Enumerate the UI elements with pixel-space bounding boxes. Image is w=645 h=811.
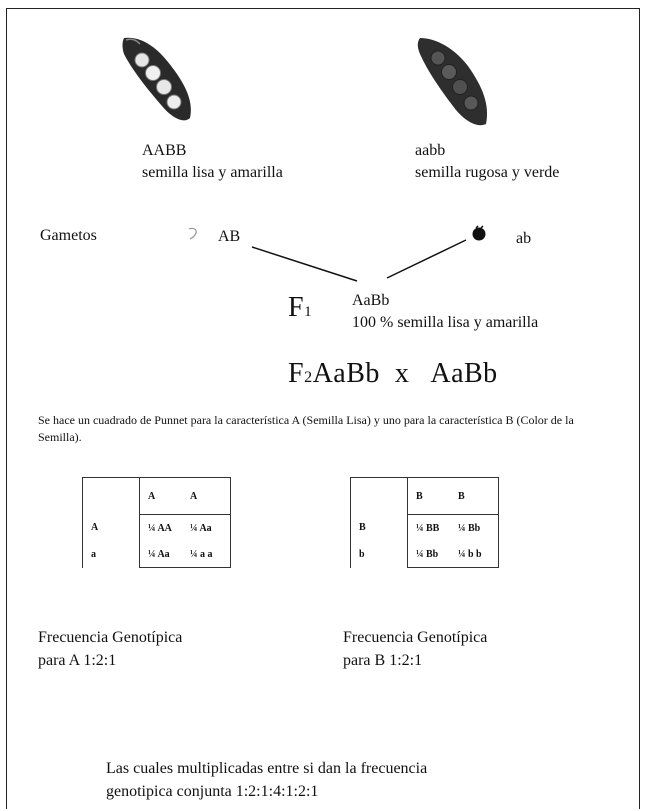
table-cell: b <box>351 541 408 568</box>
punnet-explanation: Se hace un cuadrado de Punnet para la ca… <box>38 412 578 446</box>
table-row: A ¼ AA ¼ Aa <box>83 515 231 542</box>
table-cell: B <box>408 478 451 515</box>
punnet-square-a: A A A ¼ AA ¼ Aa a ¼ Aa ¼ a a <box>82 477 231 568</box>
f1-genotype: AaBb <box>352 290 389 311</box>
table-header-row: B B <box>351 478 499 515</box>
punnet-square-b: B B B ¼ BB ¼ Bb b ¼ Bb ¼ b b <box>350 477 499 568</box>
table-row: a ¼ Aa ¼ a a <box>83 541 231 568</box>
f2-cross: F2AaBb x AaBb <box>288 358 498 390</box>
table-cell: ¼ AA <box>140 515 183 542</box>
table-cell: B <box>450 478 499 515</box>
f1-phenotype: 100 % semilla lisa y amarilla <box>352 312 538 333</box>
table-cell: B <box>351 515 408 542</box>
frequency-a-line1: Frecuencia Genotípica <box>38 627 182 648</box>
table-header-row: A A <box>83 478 231 515</box>
table-cell: a <box>83 541 140 568</box>
table-cell: ¼ Aa <box>140 541 183 568</box>
table-cell: ¼ Aa <box>182 515 231 542</box>
table-cell: ¼ BB <box>408 515 451 542</box>
frequency-b-line1: Frecuencia Genotípica <box>343 627 487 648</box>
conclusion-line1: Las cuales multiplicadas entre si dan la… <box>106 758 427 779</box>
table-cell: A <box>83 515 140 542</box>
table-cell: ¼ Bb <box>408 541 451 568</box>
table-cell: A <box>140 478 183 515</box>
table-cell: ¼ a a <box>182 541 231 568</box>
table-row: B ¼ BB ¼ Bb <box>351 515 499 542</box>
conclusion-line2: genotipica conjunta 1:2:1:4:1:2:1 <box>106 781 318 802</box>
frequency-a-line2: para A 1:2:1 <box>38 650 116 671</box>
table-cell <box>83 478 140 515</box>
table-cell <box>351 478 408 515</box>
frequency-b-line2: para B 1:2:1 <box>343 650 422 671</box>
table-cell: ¼ b b <box>450 541 499 568</box>
f1-label: F1 <box>288 292 312 324</box>
table-row: b ¼ Bb ¼ b b <box>351 541 499 568</box>
table-cell: ¼ Bb <box>450 515 499 542</box>
table-cell: A <box>182 478 231 515</box>
